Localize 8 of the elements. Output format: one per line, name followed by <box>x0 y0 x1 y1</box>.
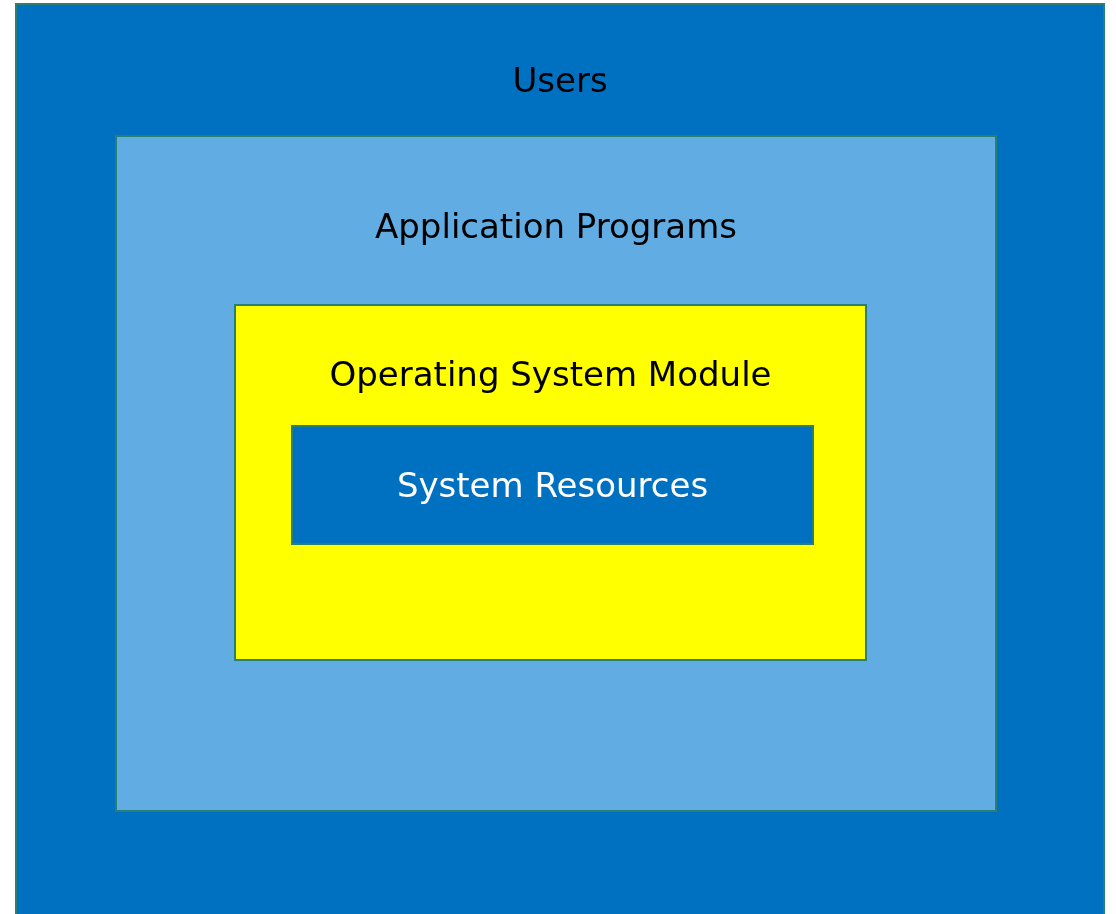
layer-label: Users <box>512 60 608 101</box>
layer-label: Operating System Module <box>329 354 772 395</box>
layer-label: Application Programs <box>375 206 737 247</box>
layer-box <box>234 304 867 661</box>
layer-box <box>115 135 997 812</box>
layer-box <box>15 3 1105 914</box>
layer-box <box>291 425 814 545</box>
layer-label: System Resources <box>396 464 709 506</box>
